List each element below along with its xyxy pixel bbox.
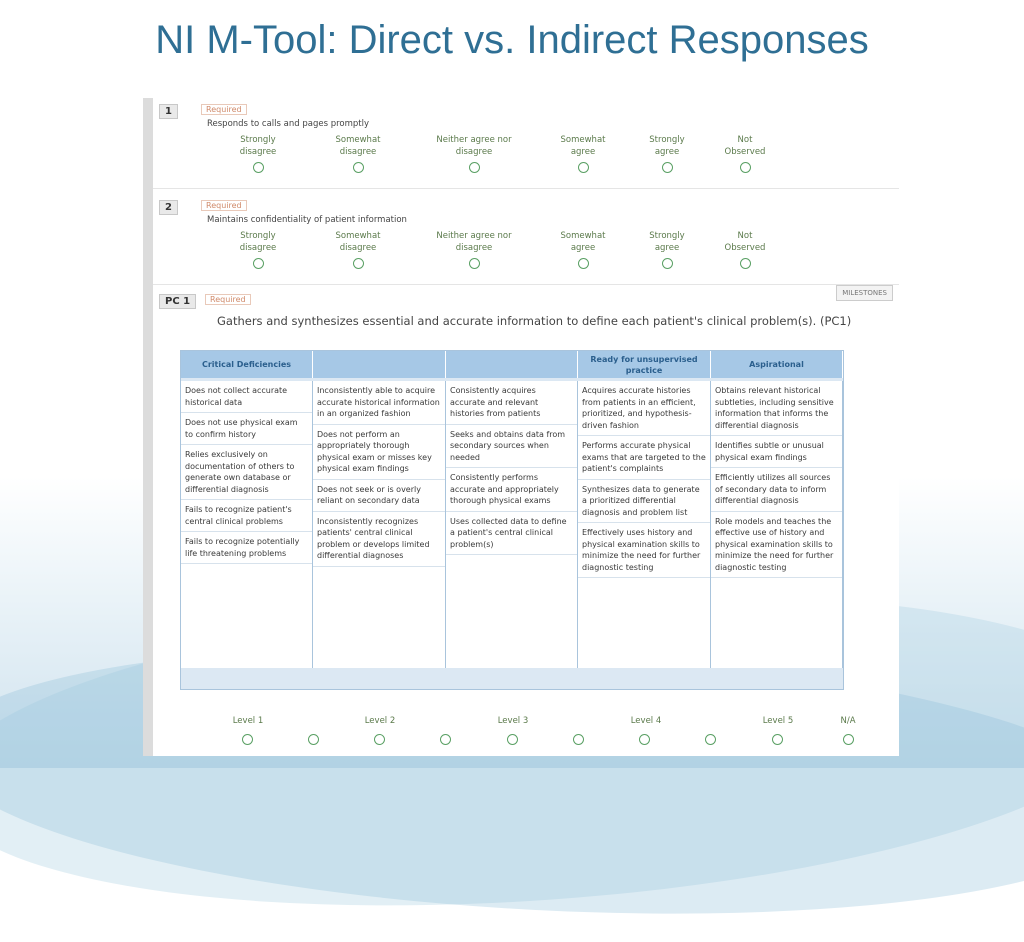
level-label: Level 2 bbox=[364, 716, 396, 726]
level-label: Level 4 bbox=[630, 716, 662, 726]
milestone-cell: Seeks and obtains data from secondary so… bbox=[446, 425, 577, 468]
radio-button[interactable] bbox=[772, 734, 783, 745]
radio-button[interactable] bbox=[639, 734, 650, 745]
milestone-cell: Identifies subtle or unusual physical ex… bbox=[711, 436, 842, 468]
milestone-cell: Efficiently utilizes all sources of seco… bbox=[711, 468, 842, 512]
milestone-cell: Fails to recognize potentially life thre… bbox=[181, 532, 312, 564]
radio-button[interactable] bbox=[308, 734, 319, 745]
milestone-cell: Does not collect accurate historical dat… bbox=[181, 381, 312, 413]
question-text: Maintains confidentiality of patient inf… bbox=[207, 215, 407, 225]
milestone-cell: Consistently acquires accurate and relev… bbox=[446, 381, 577, 425]
milestone-cell: Inconsistently recognizes patients' cent… bbox=[313, 512, 445, 567]
level-scale: Level 1 Level 2 Level 3 Level 4 Level 5 … bbox=[153, 716, 899, 746]
question-number: 1 bbox=[159, 104, 178, 119]
milestone-cell: Inconsistently able to acquire accurate … bbox=[313, 381, 445, 425]
slide-title: NI M-Tool: Direct vs. Indirect Responses bbox=[155, 18, 869, 62]
milestone-cell: Effectively uses history and physical ex… bbox=[578, 523, 710, 578]
radio-button[interactable] bbox=[252, 162, 264, 173]
milestone-cell: Obtains relevant historical subtleties, … bbox=[711, 381, 842, 436]
radio-button[interactable] bbox=[352, 162, 364, 173]
radio-button[interactable] bbox=[507, 734, 518, 745]
column-header bbox=[446, 351, 578, 378]
milestone-cell: Does not perform an appropriately thorou… bbox=[313, 425, 445, 480]
competency-text: Gathers and synthesizes essential and ac… bbox=[217, 314, 852, 328]
milestone-column: Critical Deficiencies Does not collect a… bbox=[181, 351, 313, 691]
radio-button[interactable] bbox=[577, 162, 589, 173]
question-text: Responds to calls and pages promptly bbox=[207, 119, 370, 129]
milestone-cell: Does not use physical exam to confirm hi… bbox=[181, 413, 312, 445]
question-number: 2 bbox=[159, 200, 178, 215]
divider bbox=[153, 188, 899, 189]
column-header: Ready for unsupervised practice bbox=[578, 351, 711, 378]
milestone-cell: Consistently performs accurate and appro… bbox=[446, 468, 577, 512]
milestone-grid: Critical Deficiencies Does not collect a… bbox=[180, 350, 844, 690]
radio-button[interactable] bbox=[468, 258, 480, 269]
level-label: Level 1 bbox=[232, 716, 264, 726]
radio-button[interactable] bbox=[739, 258, 751, 269]
radio-button[interactable] bbox=[242, 734, 253, 745]
column-header: Aspirational bbox=[711, 351, 843, 378]
radio-button[interactable] bbox=[661, 258, 673, 269]
radio-button[interactable] bbox=[440, 734, 451, 745]
level-label: N/A bbox=[840, 716, 856, 726]
evaluation-form-screenshot: 1 Required Responds to calls and pages p… bbox=[143, 98, 899, 756]
radio-button[interactable] bbox=[252, 258, 264, 269]
milestone-column: Aspirational Obtains relevant historical… bbox=[711, 351, 843, 691]
milestone-cell: Uses collected data to define a patient'… bbox=[446, 512, 577, 555]
level-label: Level 5 bbox=[762, 716, 794, 726]
divider bbox=[153, 284, 899, 285]
radio-button[interactable] bbox=[374, 734, 385, 745]
radio-button[interactable] bbox=[352, 258, 364, 269]
radio-button[interactable] bbox=[843, 734, 854, 745]
required-badge: Required bbox=[205, 294, 251, 305]
column-header bbox=[313, 351, 446, 378]
milestone-column: Inconsistently able to acquire accurate … bbox=[313, 351, 446, 691]
column-header: Critical Deficiencies bbox=[181, 351, 313, 378]
column-body: Acquires accurate histories from patient… bbox=[578, 381, 711, 668]
radio-button[interactable] bbox=[705, 734, 716, 745]
column-body: Inconsistently able to acquire accurate … bbox=[313, 381, 446, 668]
milestone-cell: Role models and teaches the effective us… bbox=[711, 512, 842, 578]
required-badge: Required bbox=[201, 200, 247, 211]
column-body: Does not collect accurate historical dat… bbox=[181, 381, 313, 668]
milestone-cell: Does not seek or is overly reliant on se… bbox=[313, 480, 445, 512]
radio-button[interactable] bbox=[468, 162, 480, 173]
milestone-column: Ready for unsupervised practice Acquires… bbox=[578, 351, 711, 691]
milestone-column: Consistently acquires accurate and relev… bbox=[446, 351, 578, 691]
radio-button[interactable] bbox=[577, 258, 589, 269]
radio-button[interactable] bbox=[739, 162, 751, 173]
milestone-cell: Performs accurate physical exams that ar… bbox=[578, 436, 710, 480]
milestone-cell: Relies exclusively on documentation of o… bbox=[181, 445, 312, 500]
required-badge: Required bbox=[201, 104, 247, 115]
level-label: Level 3 bbox=[497, 716, 529, 726]
column-body: Consistently acquires accurate and relev… bbox=[446, 381, 578, 668]
radio-button[interactable] bbox=[573, 734, 584, 745]
column-body: Obtains relevant historical subtleties, … bbox=[711, 381, 843, 668]
milestones-button[interactable]: MILESTONES bbox=[836, 285, 893, 301]
milestone-cell: Synthesizes data to generate a prioritiz… bbox=[578, 480, 710, 523]
question-number: PC 1 bbox=[159, 294, 197, 309]
radio-button[interactable] bbox=[661, 162, 673, 173]
milestone-cell: Fails to recognize patient's central cli… bbox=[181, 500, 312, 532]
milestone-cell: Acquires accurate histories from patient… bbox=[578, 381, 710, 436]
